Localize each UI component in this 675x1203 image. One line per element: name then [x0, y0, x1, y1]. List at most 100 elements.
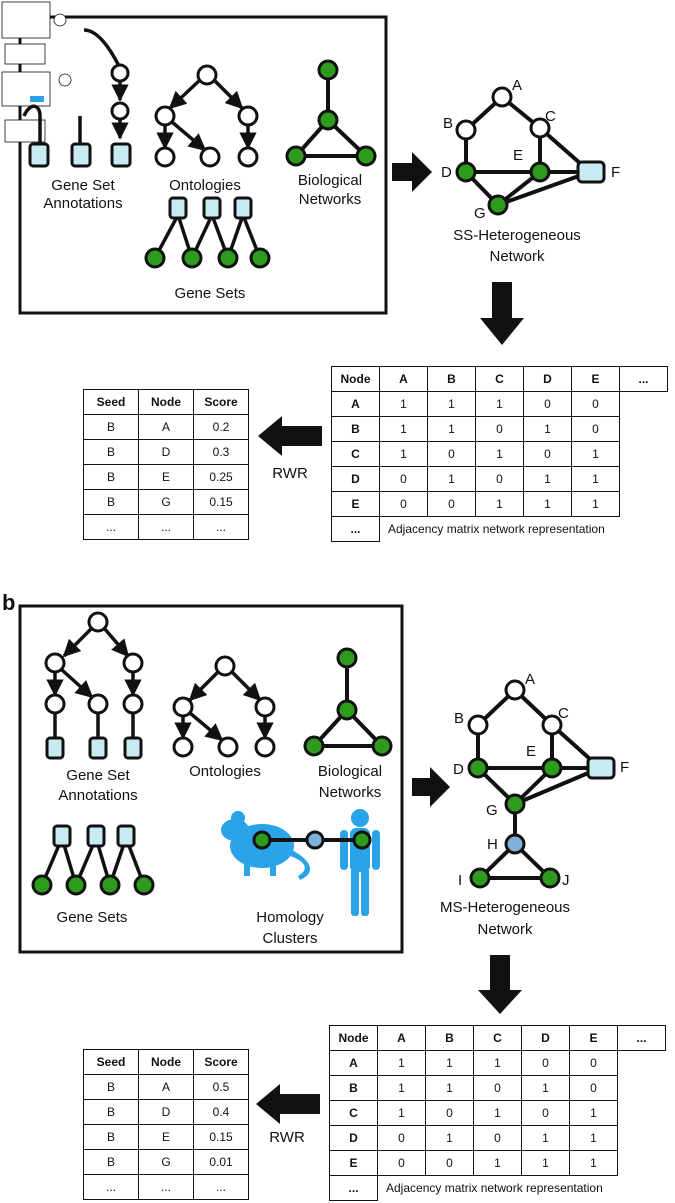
b-label-gene-sets: Gene Sets	[57, 909, 128, 926]
panel-a: Gene Set Annotations Ontologies	[1, 1, 620, 482]
svg-text:F: F	[611, 164, 620, 181]
b-ontology-tree	[174, 670, 274, 742]
panel-b-input-box	[18, 604, 404, 954]
gene-set-annotation-tree	[22, 28, 129, 144]
svg-text:F: F	[620, 759, 629, 776]
ontology-tree	[156, 78, 257, 152]
svg-text:B: B	[443, 115, 453, 132]
svg-text:A: A	[512, 77, 522, 94]
homology-link	[252, 830, 372, 850]
adjacency-caption: Adjacency matrix network representation	[388, 522, 605, 537]
b-label-annotations: Annotations	[58, 787, 137, 804]
svg-text:H: H	[487, 836, 498, 853]
label-ontologies: Ontologies	[169, 177, 241, 194]
panel-a-input-box	[18, 15, 388, 315]
svg-text:A: A	[525, 671, 535, 688]
label-annotations: Annotations	[43, 195, 122, 212]
svg-text:C: C	[545, 108, 556, 125]
ms-network-labels: A B C D E F G H I J	[453, 671, 629, 889]
ss-network-nodes	[455, 86, 606, 216]
svg-text:G: G	[474, 205, 486, 222]
label-gene-set: Gene Set	[51, 177, 115, 194]
ss-network-edges	[464, 95, 592, 207]
b-label-gene-set: Gene Set	[66, 767, 130, 784]
b-arrow-down	[478, 955, 522, 1014]
b-ontology-nodes	[172, 655, 276, 758]
table-row: .........	[83, 1174, 249, 1200]
label-networks: Networks	[299, 191, 362, 208]
table-header-row: Node A B C D E ...	[329, 1025, 666, 1051]
gene-set-bipartite	[153, 214, 262, 259]
human-silhouette-icon	[340, 809, 380, 916]
label-gene-sets: Gene Sets	[175, 285, 246, 302]
arrow-right	[392, 152, 432, 192]
table-row: ... Adjacency matrix network representat…	[331, 516, 668, 542]
table-row: .........	[83, 514, 249, 540]
svg-text:D: D	[453, 761, 464, 778]
ontology-nodes	[154, 64, 259, 168]
b-label-ontologies: Ontologies	[189, 763, 261, 780]
b-label-biological: Biological	[318, 763, 382, 780]
label-clusters: Clusters	[262, 930, 317, 947]
svg-text:C: C	[558, 705, 569, 722]
b-arrow-left-rwr	[256, 1084, 320, 1124]
inset-thumbnail	[1, 1, 72, 143]
b-biological-network-nodes	[303, 647, 393, 757]
ss-network-title-2: Network	[489, 248, 545, 265]
svg-text:E: E	[526, 743, 536, 760]
arrow-down	[480, 282, 524, 345]
gene-set-nodes	[144, 196, 271, 269]
panel-b-letter: b	[2, 590, 15, 615]
b-arrow-right	[412, 767, 450, 807]
label-biological: Biological	[298, 172, 362, 189]
ms-network-title-1: MS-Heterogeneous	[440, 899, 570, 916]
b-gene-set-annotation-nodes	[44, 611, 144, 760]
b-adjacency-caption: Adjacency matrix network representation	[386, 1181, 603, 1196]
table-header-row: Node A B C D E ...	[331, 366, 668, 392]
ss-network-labels: A B C D E F G	[441, 77, 620, 222]
ms-network-title-2: Network	[477, 921, 533, 938]
label-homology: Homology	[256, 909, 324, 926]
svg-text:J: J	[562, 872, 570, 889]
panel-b: b Gene Set Annotations	[2, 590, 629, 1146]
svg-text:G: G	[486, 802, 498, 819]
ss-network-title-1: SS-Heterogeneous	[453, 227, 581, 244]
arrow-left-rwr	[258, 416, 322, 456]
svg-text:I: I	[458, 872, 462, 889]
ms-network-nodes	[467, 679, 616, 889]
svg-text:D: D	[441, 164, 452, 181]
svg-text:B: B	[454, 710, 464, 727]
b-label-rwr: RWR	[269, 1129, 305, 1146]
table-row: ... Adjacency matrix network representat…	[329, 1175, 666, 1201]
b-gene-set-nodes	[31, 824, 155, 896]
b-label-networks: Networks	[319, 784, 382, 801]
biological-network-nodes	[285, 59, 377, 167]
label-rwr: RWR	[272, 465, 308, 482]
b-gene-set-annotation-tree	[46, 626, 142, 738]
